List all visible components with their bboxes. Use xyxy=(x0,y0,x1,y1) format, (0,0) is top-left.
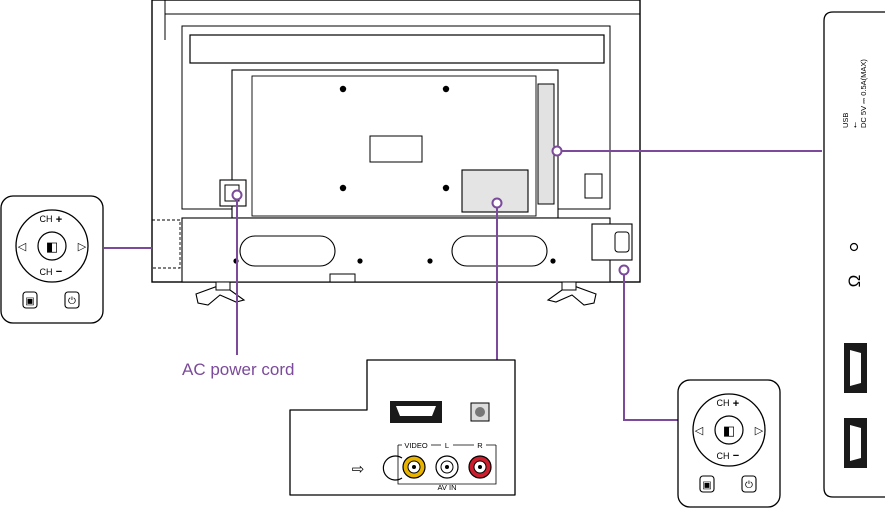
ch-up-label: CH xyxy=(717,398,730,408)
menu-button-icon: ▣ xyxy=(702,480,711,491)
menu-button-icon: ▣ xyxy=(25,296,34,307)
usb-rating-label: DC 5V ⎓ 0.5A(MAX) xyxy=(859,59,868,128)
av-in-label: AV IN xyxy=(437,483,456,492)
control-pad-left: CH + CH − ◁ ▷ ◧ ▣ ⏻ xyxy=(1,196,103,323)
audio-right-label: R xyxy=(477,441,483,450)
volume-up-icon: ▷ xyxy=(755,425,764,437)
volume-down-icon: ◁ xyxy=(18,241,27,253)
hdmi-port-1 xyxy=(844,343,867,393)
power-button-icon: ⏻ xyxy=(745,480,753,491)
volume-down-icon: ◁ xyxy=(695,425,704,437)
video-label: VIDEO xyxy=(404,441,428,450)
ch-up-plus-icon: + xyxy=(56,214,62,226)
volume-up-icon: ▷ xyxy=(78,241,87,253)
headphone-icon: Ω xyxy=(845,275,864,288)
side-port-panel: USB ⭠ DC 5V ⎓ 0.5A(MAX) Ω xyxy=(824,12,885,497)
ch-up-label: CH xyxy=(40,214,53,224)
mute-center-icon: ◧ xyxy=(46,239,58,254)
ch-down-label: CH xyxy=(717,451,730,461)
av-connector-panel: VIDEO L R AV IN ⇨ xyxy=(290,360,515,495)
usb-icon: ⭠ xyxy=(850,121,859,128)
hdmi-port-2 xyxy=(844,418,867,468)
control-pad-right: CH + CH − ◁ ▷ ◧ ▣ ⏻ xyxy=(678,380,780,507)
ch-down-minus-icon: − xyxy=(56,266,62,278)
ch-down-minus-icon: − xyxy=(733,450,739,462)
ac-power-cord-label: AC power cord xyxy=(182,360,294,380)
hdmi-port xyxy=(390,401,442,423)
earphone-jack xyxy=(851,244,858,251)
ch-down-label: CH xyxy=(40,267,53,277)
audio-right-jack xyxy=(469,456,491,478)
audio-left-jack xyxy=(436,456,458,478)
usb-label: USB xyxy=(841,113,850,128)
ch-up-plus-icon: + xyxy=(733,398,739,410)
input-arrow-icon: ⇨ xyxy=(352,461,365,478)
audio-left-label: L xyxy=(445,441,449,450)
mute-center-icon: ◧ xyxy=(723,423,735,438)
power-button-icon: ⏻ xyxy=(68,296,76,307)
video-jack xyxy=(403,456,425,478)
optical-port xyxy=(471,403,489,421)
tv-back-panel xyxy=(152,0,640,305)
